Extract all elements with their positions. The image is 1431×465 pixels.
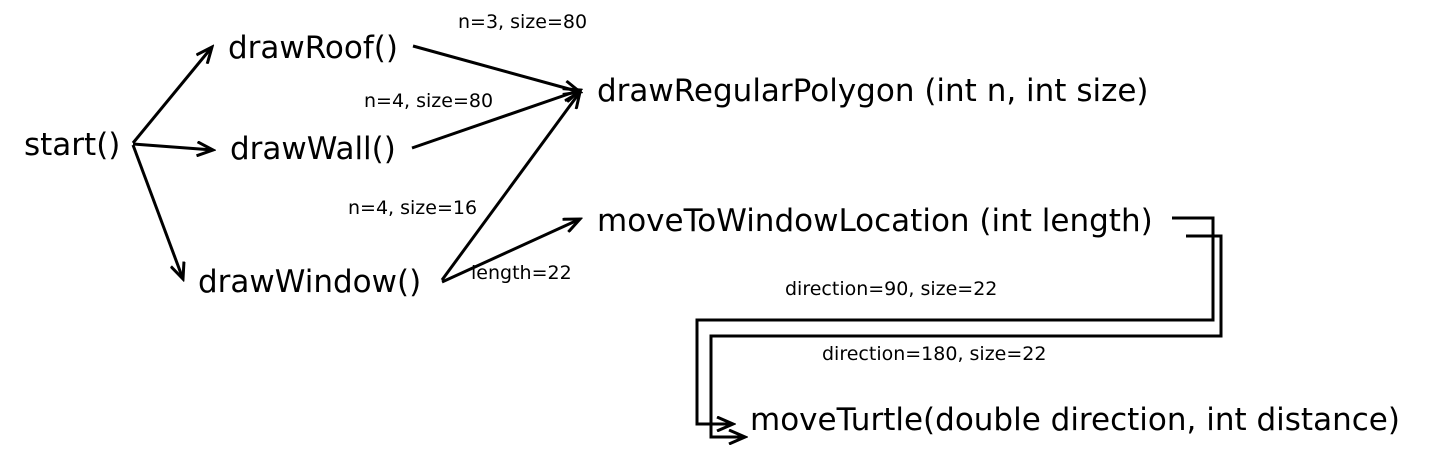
edge-location-to-turtle-2 xyxy=(709,234,1223,437)
edge-location-to-turtle-1 xyxy=(695,216,1215,424)
node-move-to-window-location: moveToWindowLocation (int length) xyxy=(597,203,1153,239)
node-draw-window: drawWindow() xyxy=(198,264,421,300)
label-location-to-turtle-1: direction=90, size=22 xyxy=(785,278,997,300)
node-draw-roof: drawRoof() xyxy=(228,30,398,66)
edge-start-to-draw-window xyxy=(131,144,183,279)
label-location-to-turtle-2: direction=180, size=22 xyxy=(822,343,1046,365)
label-window-to-polygon: n=4, size=16 xyxy=(348,197,477,219)
edge-start-to-draw-wall xyxy=(132,144,213,150)
edge-draw-wall-to-polygon xyxy=(411,90,580,150)
label-roof-to-polygon: n=3, size=80 xyxy=(458,11,587,33)
label-wall-to-polygon: n=4, size=80 xyxy=(364,90,493,112)
edge-start-to-draw-roof xyxy=(131,47,212,144)
edge-draw-window-to-polygon xyxy=(440,92,580,281)
node-move-turtle: moveTurtle(double direction, int distanc… xyxy=(750,402,1400,438)
edge-draw-window-to-move-location xyxy=(441,219,580,284)
node-draw-wall: drawWall() xyxy=(230,131,396,167)
edge-draw-roof-to-polygon xyxy=(412,44,580,92)
node-start: start() xyxy=(24,127,120,163)
label-window-to-move-location: length=22 xyxy=(471,262,572,284)
node-draw-regular-polygon: drawRegularPolygon (int n, int size) xyxy=(597,73,1149,109)
